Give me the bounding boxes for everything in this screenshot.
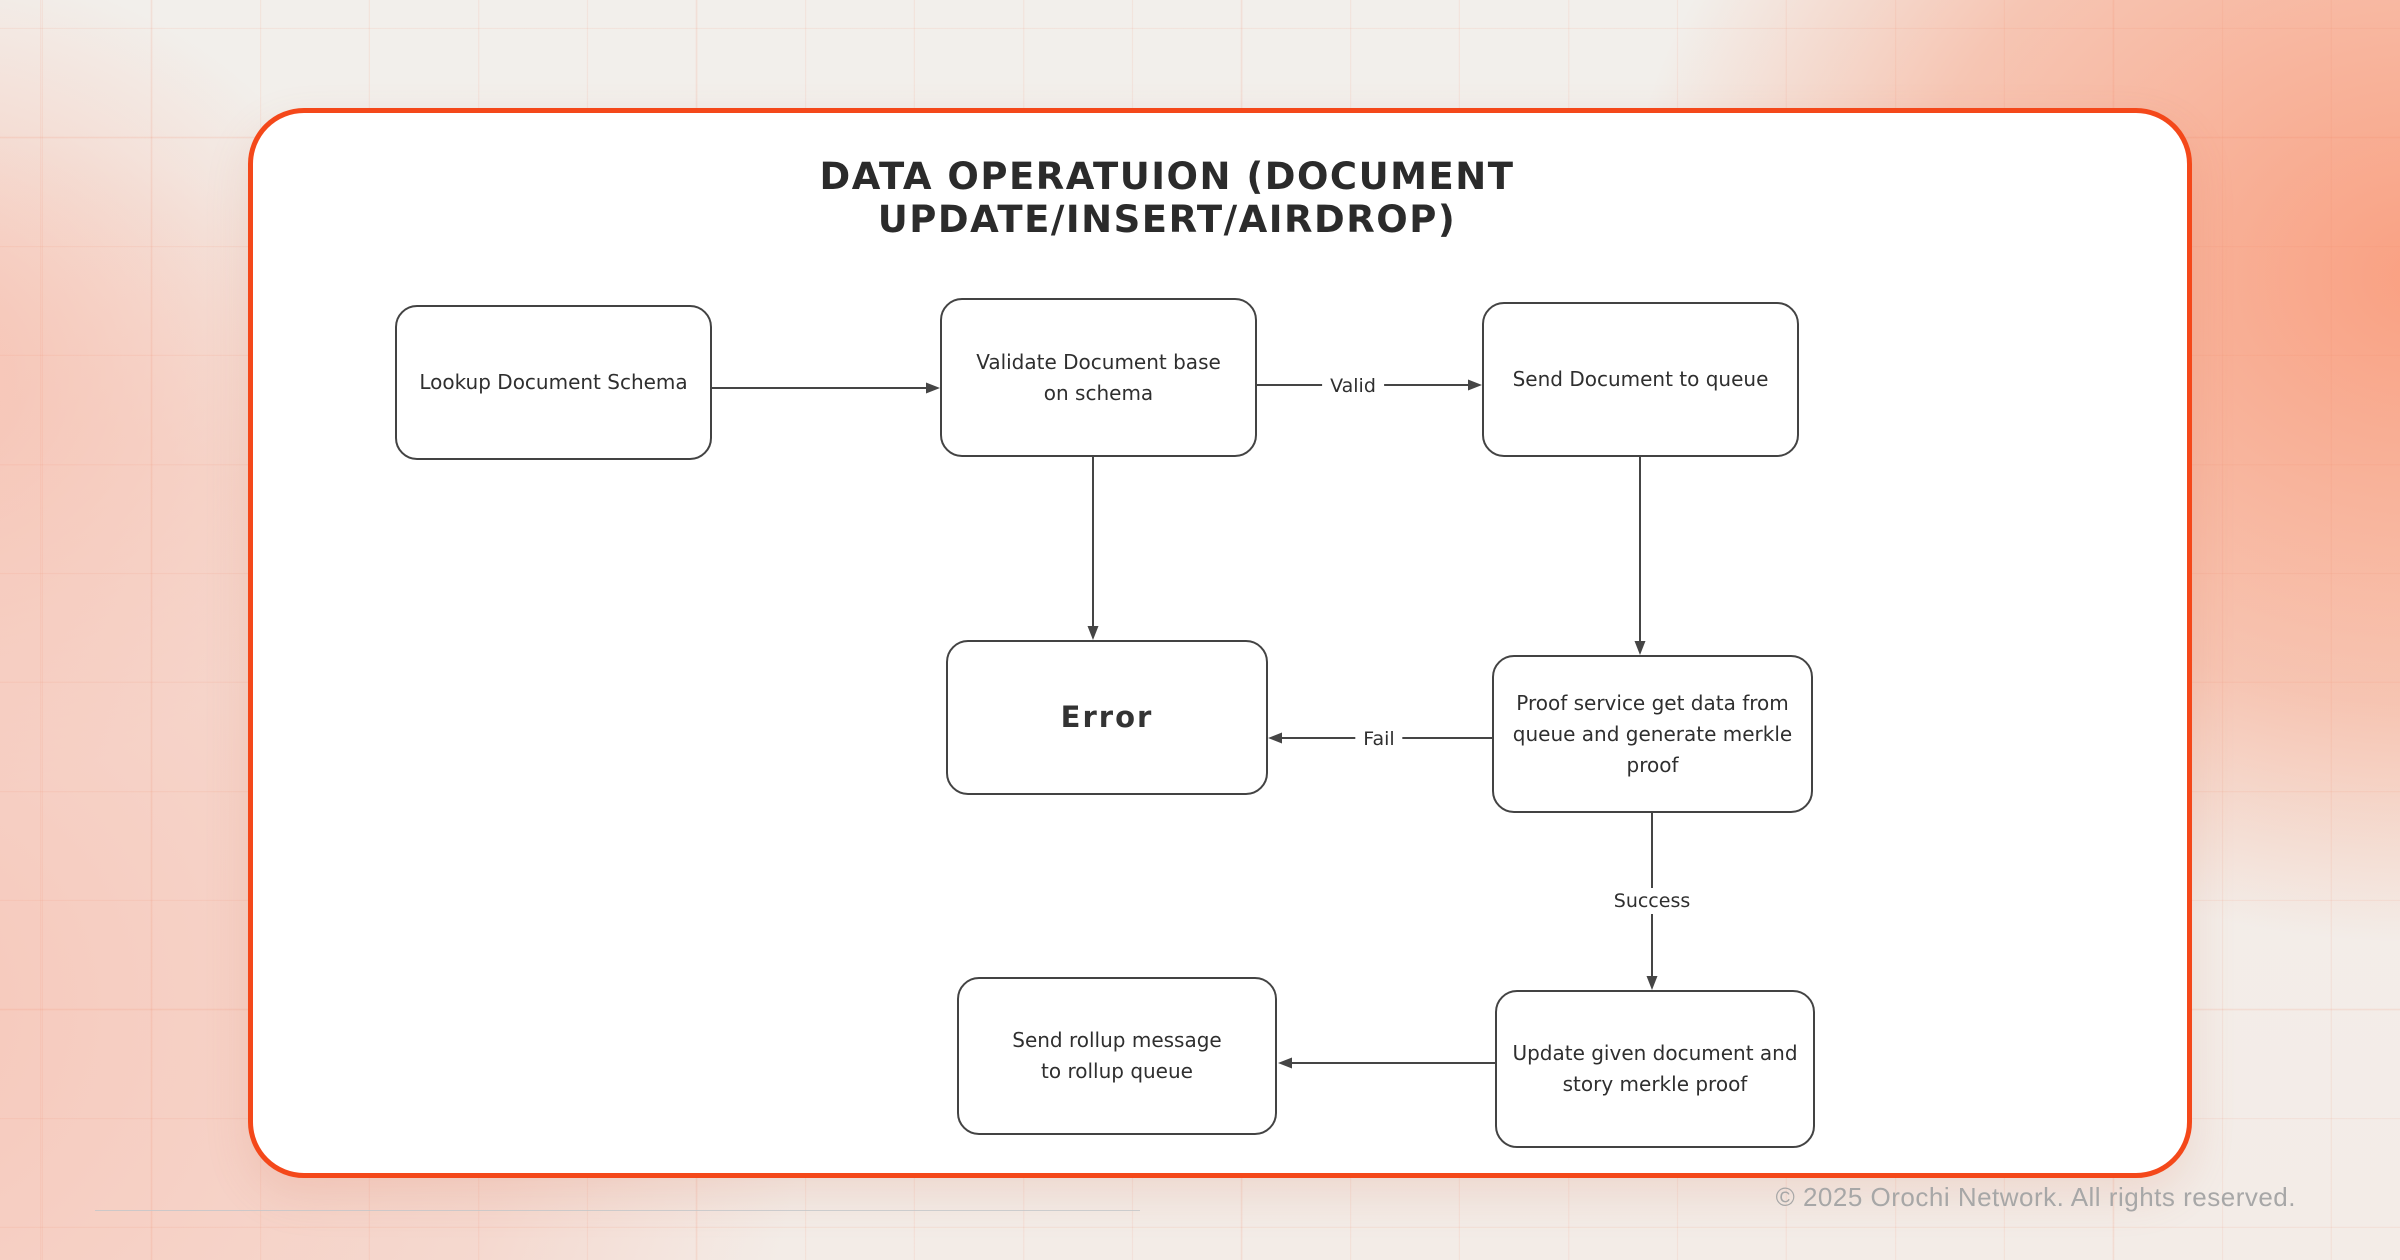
node-update-given-document: Update given document and story merkle p… bbox=[1495, 990, 1815, 1148]
arrow-validate-to-error bbox=[1087, 457, 1099, 640]
arrow-lookup-to-validate bbox=[712, 382, 940, 394]
node-error: Error bbox=[946, 640, 1268, 795]
node-lookup-document-schema: Lookup Document Schema bbox=[395, 305, 712, 460]
node-validate-document: Validate Document base on schema bbox=[940, 298, 1257, 457]
node-proof-service: Proof service get data from queue and ge… bbox=[1492, 655, 1813, 813]
edge-label-valid: Valid bbox=[1322, 373, 1384, 399]
diagram-title: DATA OPERATUION (DOCUMENT UPDATE/INSERT/… bbox=[819, 155, 1515, 241]
diagram-canvas: DATA OPERATUION (DOCUMENT UPDATE/INSERT/… bbox=[248, 108, 2192, 1178]
arrow-send-queue-to-proof bbox=[1634, 457, 1646, 655]
node-send-document-to-queue: Send Document to queue bbox=[1482, 302, 1799, 457]
arrow-update-to-rollup bbox=[1278, 1057, 1495, 1069]
node-send-rollup-message: Send rollup message to rollup queue bbox=[957, 977, 1277, 1135]
edge-label-success: Success bbox=[1605, 888, 1699, 914]
footer-copyright: © 2025 Orochi Network. All rights reserv… bbox=[1775, 1182, 2296, 1212]
edge-label-fail: Fail bbox=[1355, 726, 1403, 752]
footer-divider-line bbox=[95, 1210, 1140, 1211]
